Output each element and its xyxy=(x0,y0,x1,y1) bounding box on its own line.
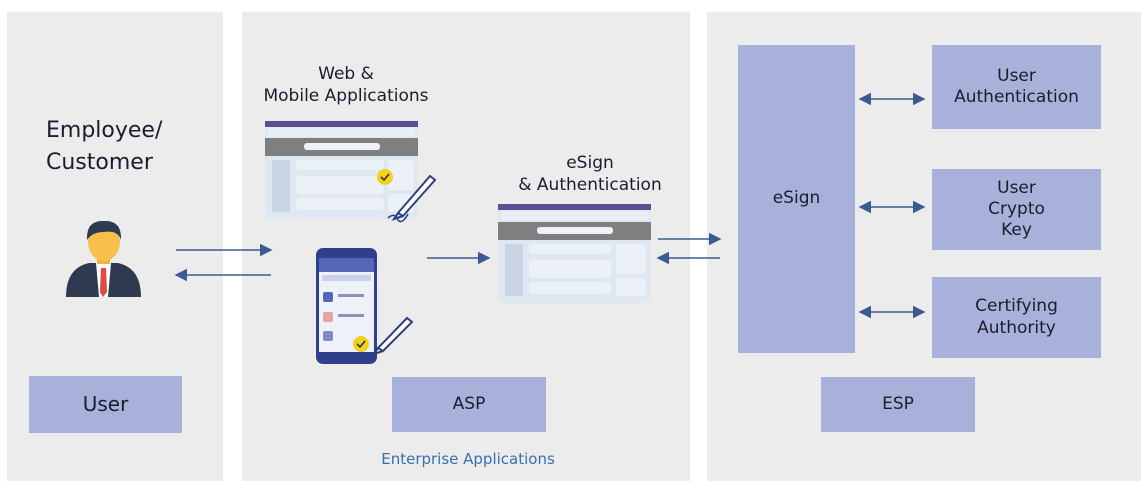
user-crypto-key-box: User Crypto Key xyxy=(932,169,1101,250)
user-heading: Employee/ Customer xyxy=(46,115,206,179)
user-avatar-icon xyxy=(66,220,141,297)
user-authentication-box: User Authentication xyxy=(932,45,1101,129)
user-heading-line1: Employee/ xyxy=(46,118,163,143)
user-heading-line2: Customer xyxy=(46,149,153,175)
esp-box: ESP xyxy=(821,377,975,432)
user-auth-line1: User xyxy=(997,65,1036,86)
esign-window-icon xyxy=(498,204,651,303)
crypto-line2: Crypto xyxy=(988,198,1045,219)
crypto-line1: User xyxy=(997,177,1036,198)
web-app-window-icon xyxy=(265,121,418,219)
enterprise-applications-caption: Enterprise Applications xyxy=(381,450,555,468)
asp-box-label: ASP xyxy=(452,393,486,414)
esign-auth-line1: eSign xyxy=(566,153,614,173)
crypto-line3: Key xyxy=(1001,220,1032,241)
certifying-authority-box: Certifying Authority xyxy=(932,277,1101,358)
web-apps-line2: Mobile Applications xyxy=(263,86,429,107)
user-box-label: User xyxy=(82,392,129,416)
pen-icon xyxy=(371,316,414,356)
esign-auth-line2: & Authentication xyxy=(518,175,662,196)
esp-box-label: ESP xyxy=(882,393,914,414)
web-apps-line1: Web & xyxy=(318,64,374,84)
user-box: User xyxy=(29,376,182,433)
user-auth-line2: Authentication xyxy=(954,87,1079,107)
pen-icon xyxy=(387,174,437,223)
esign-main-label: eSign xyxy=(772,188,821,209)
esign-auth-label: eSign & Authentication xyxy=(510,152,670,196)
esign-main-box: eSign xyxy=(738,45,855,353)
ca-line2: Authority xyxy=(977,317,1056,338)
asp-box: ASP xyxy=(392,377,546,432)
ca-line1: Certifying xyxy=(975,296,1058,317)
mobile-phone-icon xyxy=(316,248,377,364)
flow-arrows xyxy=(174,92,926,319)
web-mobile-apps-label: Web & Mobile Applications xyxy=(246,63,446,107)
